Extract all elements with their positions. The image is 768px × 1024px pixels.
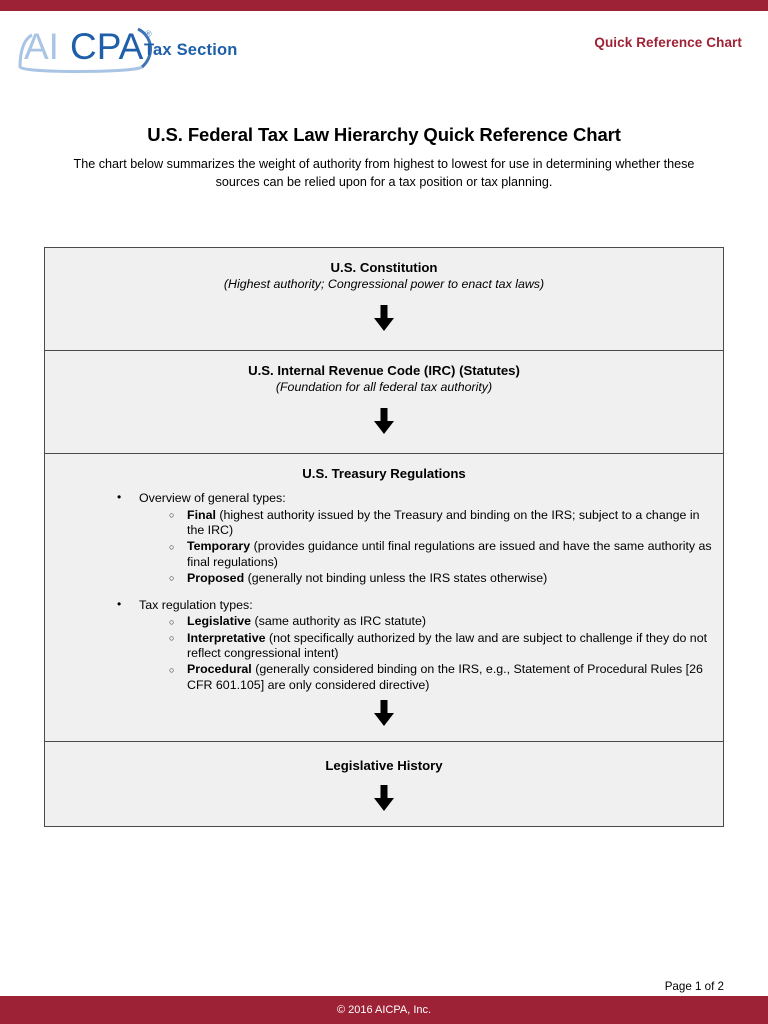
- list-item: Interpretative (not specifically authori…: [139, 631, 723, 662]
- hierarchy-level-legislative-history: Legislative History: [45, 741, 723, 826]
- down-arrow-icon: [45, 773, 723, 826]
- svg-text:®: ®: [145, 29, 152, 39]
- term-label: Legislative: [187, 614, 252, 629]
- svg-text:CPA: CPA: [70, 26, 144, 67]
- term-label: Proposed: [187, 570, 245, 585]
- hierarchy-level-irc: U.S. Internal Revenue Code (IRC) (Statut…: [45, 351, 723, 454]
- list-item-group-lead: Overview of general types: Final (highes…: [45, 490, 723, 587]
- term-desc: (highest authority issued by the Treasur…: [187, 507, 700, 538]
- term-label: Procedural: [187, 662, 252, 677]
- term-label: Final: [187, 507, 216, 522]
- level-subtitle: (Highest authority; Congressional power …: [223, 277, 545, 291]
- level-title: U.S. Treasury Regulations: [302, 466, 466, 481]
- list-item: Final (highest authority issued by the T…: [139, 508, 723, 539]
- list-item: Procedural (generally considered binding…: [139, 662, 723, 693]
- tax-law-hierarchy-chart: U.S. Constitution (Highest authority; Co…: [44, 247, 724, 827]
- hierarchy-level-treasury-regulations: U.S. Treasury Regulations Overview of ge…: [45, 454, 723, 742]
- aicpa-logo: AI CPA ®: [14, 21, 294, 73]
- sub-list: Final (highest authority issued by the T…: [139, 508, 723, 587]
- down-arrow-icon: [45, 394, 723, 453]
- sub-list: Legislative (same authority as IRC statu…: [139, 614, 723, 693]
- list-item: Temporary (provides guidance until final…: [139, 539, 723, 570]
- group-lead-text: Overview of general types:: [139, 491, 286, 505]
- list-item: Proposed (generally not binding unless t…: [139, 571, 723, 587]
- svg-text:AI: AI: [24, 26, 59, 67]
- list-item-group-lead: Tax regulation types: Legislative (same …: [45, 597, 723, 693]
- level-subtitle: (Foundation for all federal tax authorit…: [275, 380, 493, 394]
- term-desc: (generally considered binding on the IRS…: [187, 662, 703, 692]
- treasury-regulations-list: Overview of general types: Final (highes…: [45, 490, 723, 693]
- level-title: U.S. Constitution: [330, 260, 438, 275]
- quick-reference-chart-label: Quick Reference Chart: [594, 35, 742, 50]
- tax-section-label: Tax Section: [144, 41, 238, 59]
- page-number: Page 1 of 2: [664, 980, 724, 993]
- term-desc: (provides guidance until final regulatio…: [187, 539, 712, 569]
- down-arrow-icon: [45, 291, 723, 350]
- top-brand-bar: [0, 0, 768, 11]
- term-label: Interpretative: [187, 630, 266, 645]
- term-desc: (generally not binding unless the IRS st…: [247, 570, 548, 585]
- footer-copyright-bar: © 2016 AICPA, Inc.: [0, 996, 768, 1024]
- list-item: Legislative (same authority as IRC statu…: [139, 614, 723, 630]
- level-title: U.S. Internal Revenue Code (IRC) (Statut…: [248, 363, 520, 378]
- term-label: Temporary: [187, 539, 251, 554]
- group-lead-text: Tax regulation types:: [139, 597, 253, 612]
- term-desc: (not specifically authorized by the law …: [187, 630, 708, 661]
- hierarchy-level-constitution: U.S. Constitution (Highest authority; Co…: [45, 248, 723, 351]
- level-title: Legislative History: [325, 757, 443, 773]
- down-arrow-icon: [45, 694, 723, 741]
- page-header: AI CPA ® Tax Section Quick Reference Cha…: [0, 11, 768, 80]
- page-title: U.S. Federal Tax Law Hierarchy Quick Ref…: [147, 124, 621, 145]
- page-subtitle: The chart below summarizes the weight of…: [73, 157, 695, 189]
- term-desc: (same authority as IRC statute): [254, 614, 426, 629]
- list-group-spacer: [45, 587, 723, 598]
